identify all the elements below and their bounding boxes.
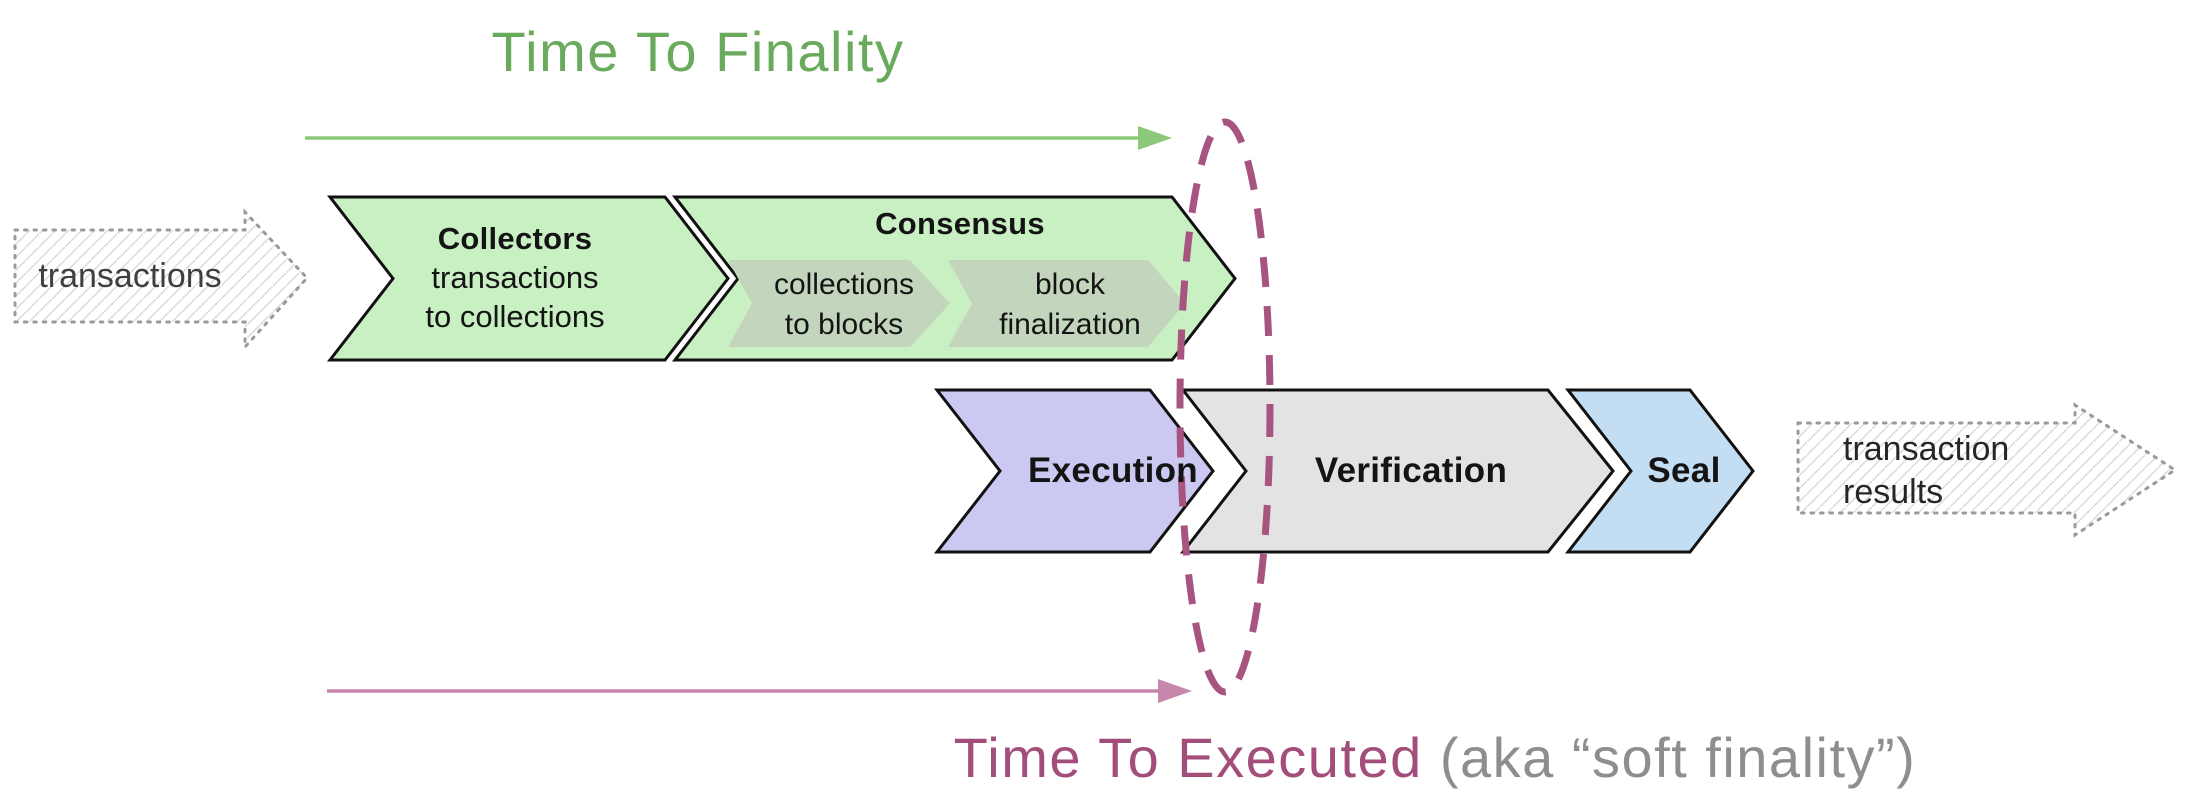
execution-label: Execution	[1028, 451, 1198, 490]
transactions-input-label: transactions	[38, 257, 222, 295]
transaction-results-output-label: transaction results	[1843, 428, 2103, 514]
executed-timeline-arrowhead	[1158, 679, 1192, 703]
output-label-line2: results	[1843, 473, 1944, 511]
substep2-line1: block	[1034, 268, 1106, 301]
consensus-substep2-chevron	[948, 260, 1185, 347]
consensus-substep2-label: block finalization	[970, 265, 1170, 345]
verification-label: Verification	[1314, 451, 1508, 490]
execution-chevron	[933, 388, 1215, 554]
collectors-line2: to collections	[425, 299, 605, 334]
transactions-input-arrow	[13, 208, 310, 351]
finality-timeline-arrowhead	[1138, 126, 1172, 150]
collectors-title: Collectors	[437, 221, 593, 256]
consensus-title: Consensus	[875, 206, 1045, 241]
collectors-line1: transactions	[431, 260, 599, 295]
verification-chevron	[1179, 388, 1615, 554]
time-to-executed-suffix: (aka “soft finality”)	[1422, 726, 1917, 789]
consensus-substep1-chevron	[728, 260, 950, 347]
time-to-executed-title: Time To Executed (aka “soft finality”)	[850, 722, 2020, 794]
executed-boundary-ellipse	[1176, 118, 1274, 696]
substep1-line1: collections	[773, 268, 915, 301]
collectors-label: Collectors transactions to collections	[385, 219, 645, 336]
seal-chevron	[1564, 388, 1755, 554]
time-to-finality-title: Time To Finality	[491, 20, 905, 83]
substep1-line2: to blocks	[784, 308, 904, 341]
time-to-executed-primary: Time To Executed	[953, 726, 1423, 789]
transaction-results-output-arrow	[1796, 402, 2178, 538]
substep2-line2: finalization	[999, 308, 1141, 341]
seal-label: Seal	[1647, 451, 1721, 490]
collectors-chevron	[326, 195, 730, 362]
output-label-line1: transaction	[1843, 430, 2010, 468]
consensus-substep1-label: collections to blocks	[744, 265, 944, 345]
